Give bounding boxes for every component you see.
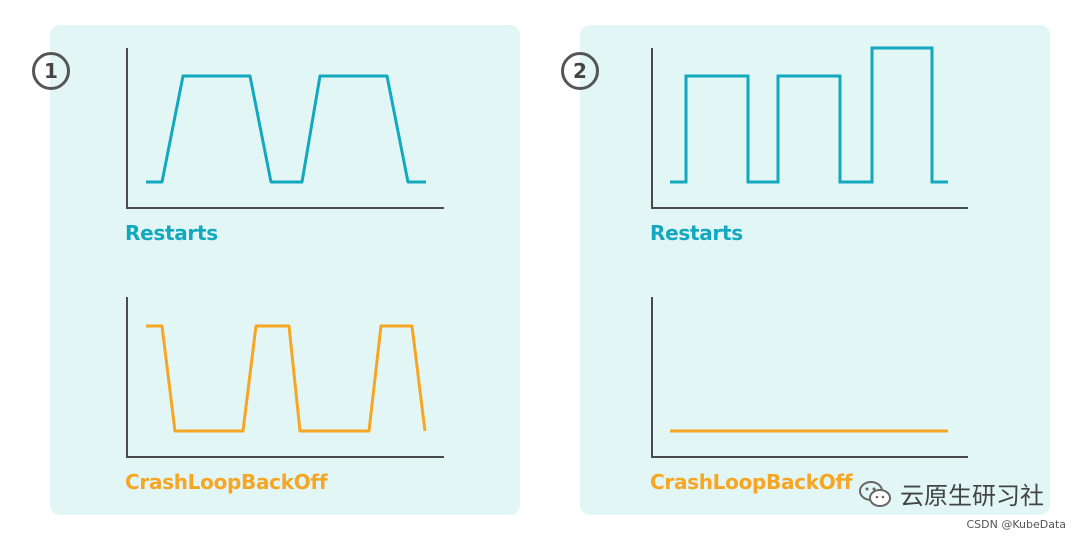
credit-text: CSDN @KubeData bbox=[966, 518, 1066, 531]
crashloop-axes-2 bbox=[651, 297, 968, 458]
wechat-icon bbox=[859, 480, 891, 507]
crashloop-label-1: CrashLoopBackOff bbox=[125, 470, 328, 494]
restarts-axes-2 bbox=[651, 48, 968, 209]
restarts-label-2: Restarts bbox=[650, 221, 743, 245]
step-badge-2: 2 bbox=[561, 52, 599, 90]
watermark-text: 云原生研习社 bbox=[900, 482, 1044, 510]
restarts-label-1: Restarts bbox=[125, 221, 218, 245]
watermark: 云原生研习社 bbox=[858, 476, 1044, 511]
crashloop-line-1 bbox=[146, 324, 427, 433]
restarts-line-1 bbox=[146, 74, 426, 184]
restarts-axes-1 bbox=[126, 48, 444, 209]
restarts-line-2 bbox=[670, 46, 948, 184]
step-badge-1: 1 bbox=[32, 52, 70, 90]
crashloop-axes-1 bbox=[126, 297, 444, 458]
diagram-panel-2 bbox=[580, 25, 1050, 515]
diagram-panel-1 bbox=[50, 25, 520, 515]
crashloop-label-2: CrashLoopBackOff bbox=[650, 470, 853, 494]
